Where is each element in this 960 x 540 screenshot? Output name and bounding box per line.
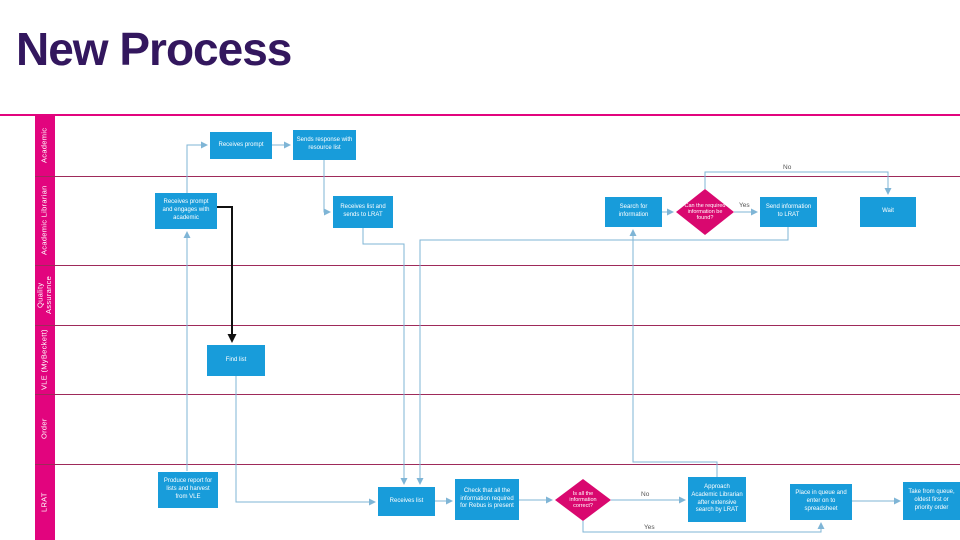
connector-info-correct-yes-to-place-queue	[582, 521, 825, 533]
edge-label-correct-no: No	[641, 491, 650, 498]
edge-label-correct-yes: Yes	[644, 524, 655, 531]
node-sends-response: Sends response with resource list	[293, 130, 356, 160]
node-send-information-to-lrat: Send information to LRAT	[760, 197, 817, 227]
connector-find-list-to-receives-list	[235, 376, 376, 506]
swimlane-top-border	[0, 114, 960, 116]
connector-send-info-to-receives-list	[416, 227, 789, 485]
node-label: Approach Academic Librarian after extens…	[691, 483, 743, 514]
node-receives-list-sends-lrat: Receives list and sends to LRAT	[333, 196, 393, 228]
node-check-information: Check that all the information required …	[455, 479, 519, 520]
lane-divider	[35, 394, 960, 395]
lane-divider	[35, 265, 960, 266]
node-approach-academic-librarian: Approach Academic Librarian after extens…	[688, 477, 746, 522]
node-label: Check that all the information required …	[460, 487, 514, 510]
connector-receives-sends-lrat-to-receives-list	[362, 228, 408, 485]
lane-divider	[35, 176, 960, 177]
node-label: Receives list and sends to LRAT	[340, 204, 386, 218]
node-label: Receives prompt	[218, 141, 264, 148]
node-place-in-queue: Place in queue and enter on to spreadshe…	[790, 484, 852, 520]
page-title: New Process	[16, 23, 292, 75]
connector-approach-to-search-info	[629, 229, 718, 477]
node-produce-report: Produce report for lists and harvest fro…	[158, 472, 218, 508]
node-receives-prompt: Receives prompt	[210, 132, 272, 159]
node-label: Receives list	[389, 497, 424, 504]
lane-divider	[35, 325, 960, 326]
node-label: Take from queue, oldest first or priorit…	[908, 489, 955, 511]
node-label: Search for information	[618, 204, 649, 218]
node-label: Produce report for lists and harvest fro…	[163, 478, 213, 500]
node-take-from-queue: Take from queue, oldest first or priorit…	[903, 482, 960, 520]
node-receives-list: Receives list	[378, 487, 435, 516]
node-receives-prompt-engages: Receives prompt and engages with academi…	[155, 193, 217, 229]
connector-receives-engages-to-receives-prompt	[186, 141, 208, 193]
node-search-for-information: Search for information	[605, 197, 662, 227]
node-find-list: Find list	[207, 345, 265, 376]
connector-receives-engages-to-find-list	[217, 206, 237, 343]
node-label: Wait	[882, 208, 894, 215]
edge-label-found-no: No	[783, 164, 792, 171]
connector-can-found-no-to-wait	[704, 171, 892, 195]
node-label: Place in queue and enter on to spreadshe…	[795, 490, 847, 512]
node-label: Sends response with resource list	[296, 137, 353, 151]
node-label: Is all the information correct?	[569, 490, 597, 510]
lane-divider	[35, 464, 960, 465]
lane-label-bar	[35, 115, 55, 540]
connector-sends-response-to-receives-sends-lrat	[323, 160, 331, 216]
node-wait: Wait	[860, 197, 916, 227]
node-label: Find list	[225, 356, 247, 363]
node-label: Can the required information be found?	[684, 202, 726, 222]
node-label: Receives prompt and engages with academi…	[162, 199, 210, 221]
edge-label-found-yes: Yes	[739, 202, 750, 209]
node-label: Send information to LRAT	[765, 204, 812, 218]
